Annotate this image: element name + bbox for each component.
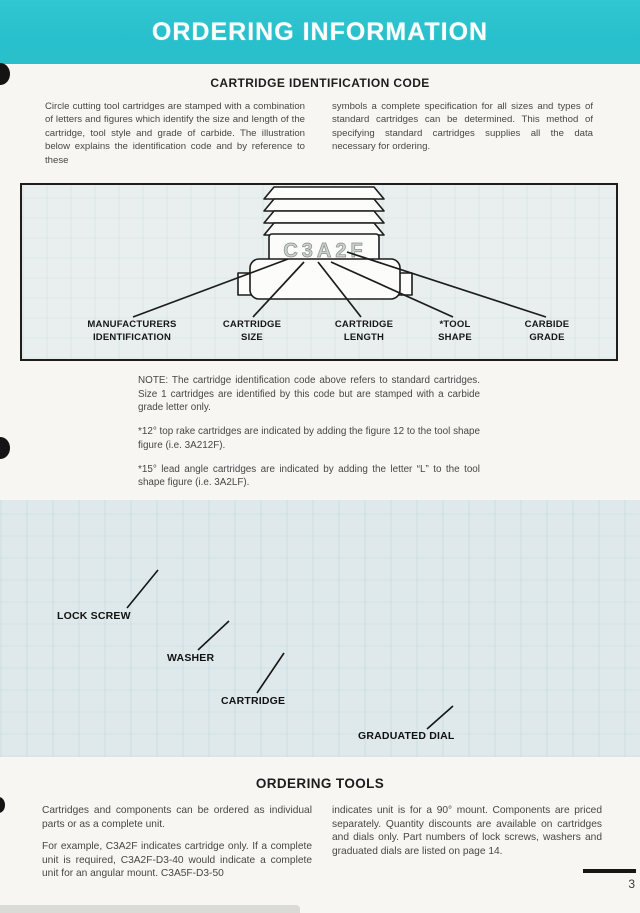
punch-hole-icon <box>0 797 5 813</box>
punch-hole-icon <box>0 63 10 85</box>
tools-left-p1: Cartridges and components can be ordered… <box>42 805 312 830</box>
code-label-cartridge-length: CARTRIDGE LENGTH <box>334 319 394 343</box>
page-title: ORDERING INFORMATION <box>151 17 489 46</box>
parts-illustration <box>126 569 454 730</box>
note-block: NOTE: The cartridge identification code … <box>138 374 480 500</box>
intro-left-column: Circle cutting tool cartridges are stamp… <box>45 101 305 166</box>
tools-left-column: Cartridges and components can be ordered… <box>42 804 312 890</box>
part-leader-lines <box>126 569 454 730</box>
footnote-15deg: *15° lead angle cartridges are indicated… <box>138 463 480 489</box>
identification-heading: CARTRIDGE IDENTIFICATION CODE <box>210 76 430 90</box>
ordering-tools-heading: ORDERING TOOLS <box>255 776 385 791</box>
label-graduated-dial: GRADUATED DIAL <box>358 730 455 742</box>
code-leader-lines <box>132 251 547 318</box>
code-label-carbide-grade: CARBIDE GRADE <box>524 319 570 343</box>
footer-rule <box>583 869 636 873</box>
punch-hole-icon <box>0 437 10 459</box>
scan-artifact <box>0 905 300 913</box>
note-text: NOTE: The cartridge identification code … <box>138 375 480 414</box>
label-lock-screw: LOCK SCREW <box>57 610 131 622</box>
cartridge-code-stamp: C3A2F <box>283 240 366 262</box>
tools-right-column: indicates unit is for a 90° mount. Compo… <box>332 804 602 867</box>
page-banner: ORDERING INFORMATION <box>0 0 640 64</box>
tools-left-p2: For example, C3A2F indicates cartridge o… <box>42 841 312 880</box>
code-label-tool-shape: *TOOL SHAPE <box>438 319 472 343</box>
label-cartridge: CARTRIDGE <box>221 695 286 707</box>
label-washer: WASHER <box>167 652 215 664</box>
page-number: 3 <box>628 877 635 891</box>
exploded-parts-diagram: LOCK SCREW WASHER CARTRIDGE GRADUATED DI… <box>0 500 640 757</box>
intro-right-column: symbols a complete specification for all… <box>332 101 593 153</box>
tools-right-p1: indicates unit is for a 90° mount. Compo… <box>332 805 602 857</box>
cartridge-code-illustration: C3A2F <box>132 186 547 318</box>
code-label-cartridge-size: CARTRIDGE SIZE <box>222 319 282 343</box>
identification-code-diagram: C3A2F MANUFACTURERS IDENTIFICATION CARTR… <box>20 183 618 361</box>
code-label-manufacturers-identification: MANUFACTURERS IDENTIFICATION <box>87 319 177 343</box>
footnote-12deg: *12° top rake cartridges are indicated b… <box>138 426 480 451</box>
